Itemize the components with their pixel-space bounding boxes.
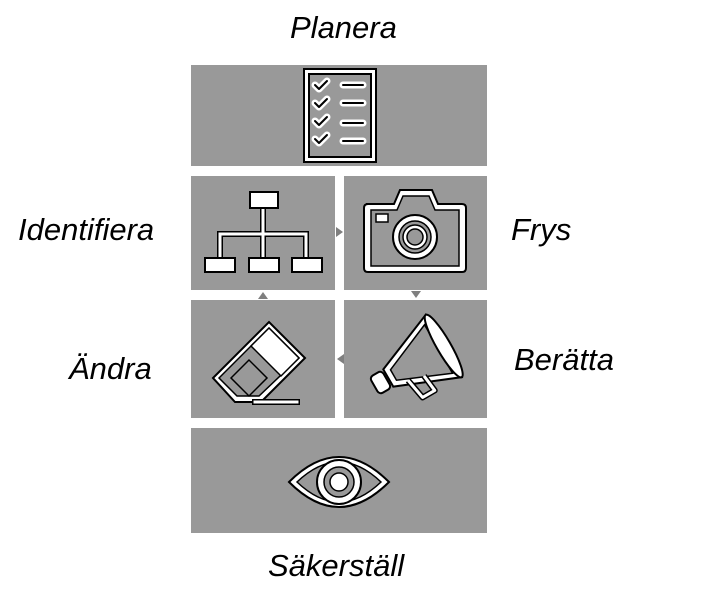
tile-andra	[191, 300, 335, 418]
tile-identifiera	[191, 176, 335, 290]
label-beratta: Berätta	[514, 342, 614, 377]
megaphone-icon	[369, 313, 464, 401]
tile-sakerstall	[191, 428, 487, 533]
arrow-right-icon	[336, 227, 343, 237]
tile-beratta	[344, 300, 487, 418]
hierarchy-icon	[204, 191, 323, 273]
label-planera: Planera	[290, 10, 397, 45]
arrow-down-icon	[411, 291, 421, 298]
tile-planera	[191, 65, 487, 166]
label-sakerstall: Säkerställ	[268, 548, 405, 583]
arrow-left-icon	[337, 354, 344, 364]
label-frys: Frys	[511, 212, 572, 247]
arrow-up-icon	[258, 292, 268, 299]
tile-frys	[344, 176, 487, 290]
checklist-icon	[303, 68, 377, 163]
eye-icon	[287, 456, 391, 508]
eraser-icon	[211, 320, 307, 405]
label-identifiera: Identifiera	[18, 212, 155, 247]
label-andra: Ändra	[69, 351, 152, 386]
camera-icon	[363, 189, 467, 273]
